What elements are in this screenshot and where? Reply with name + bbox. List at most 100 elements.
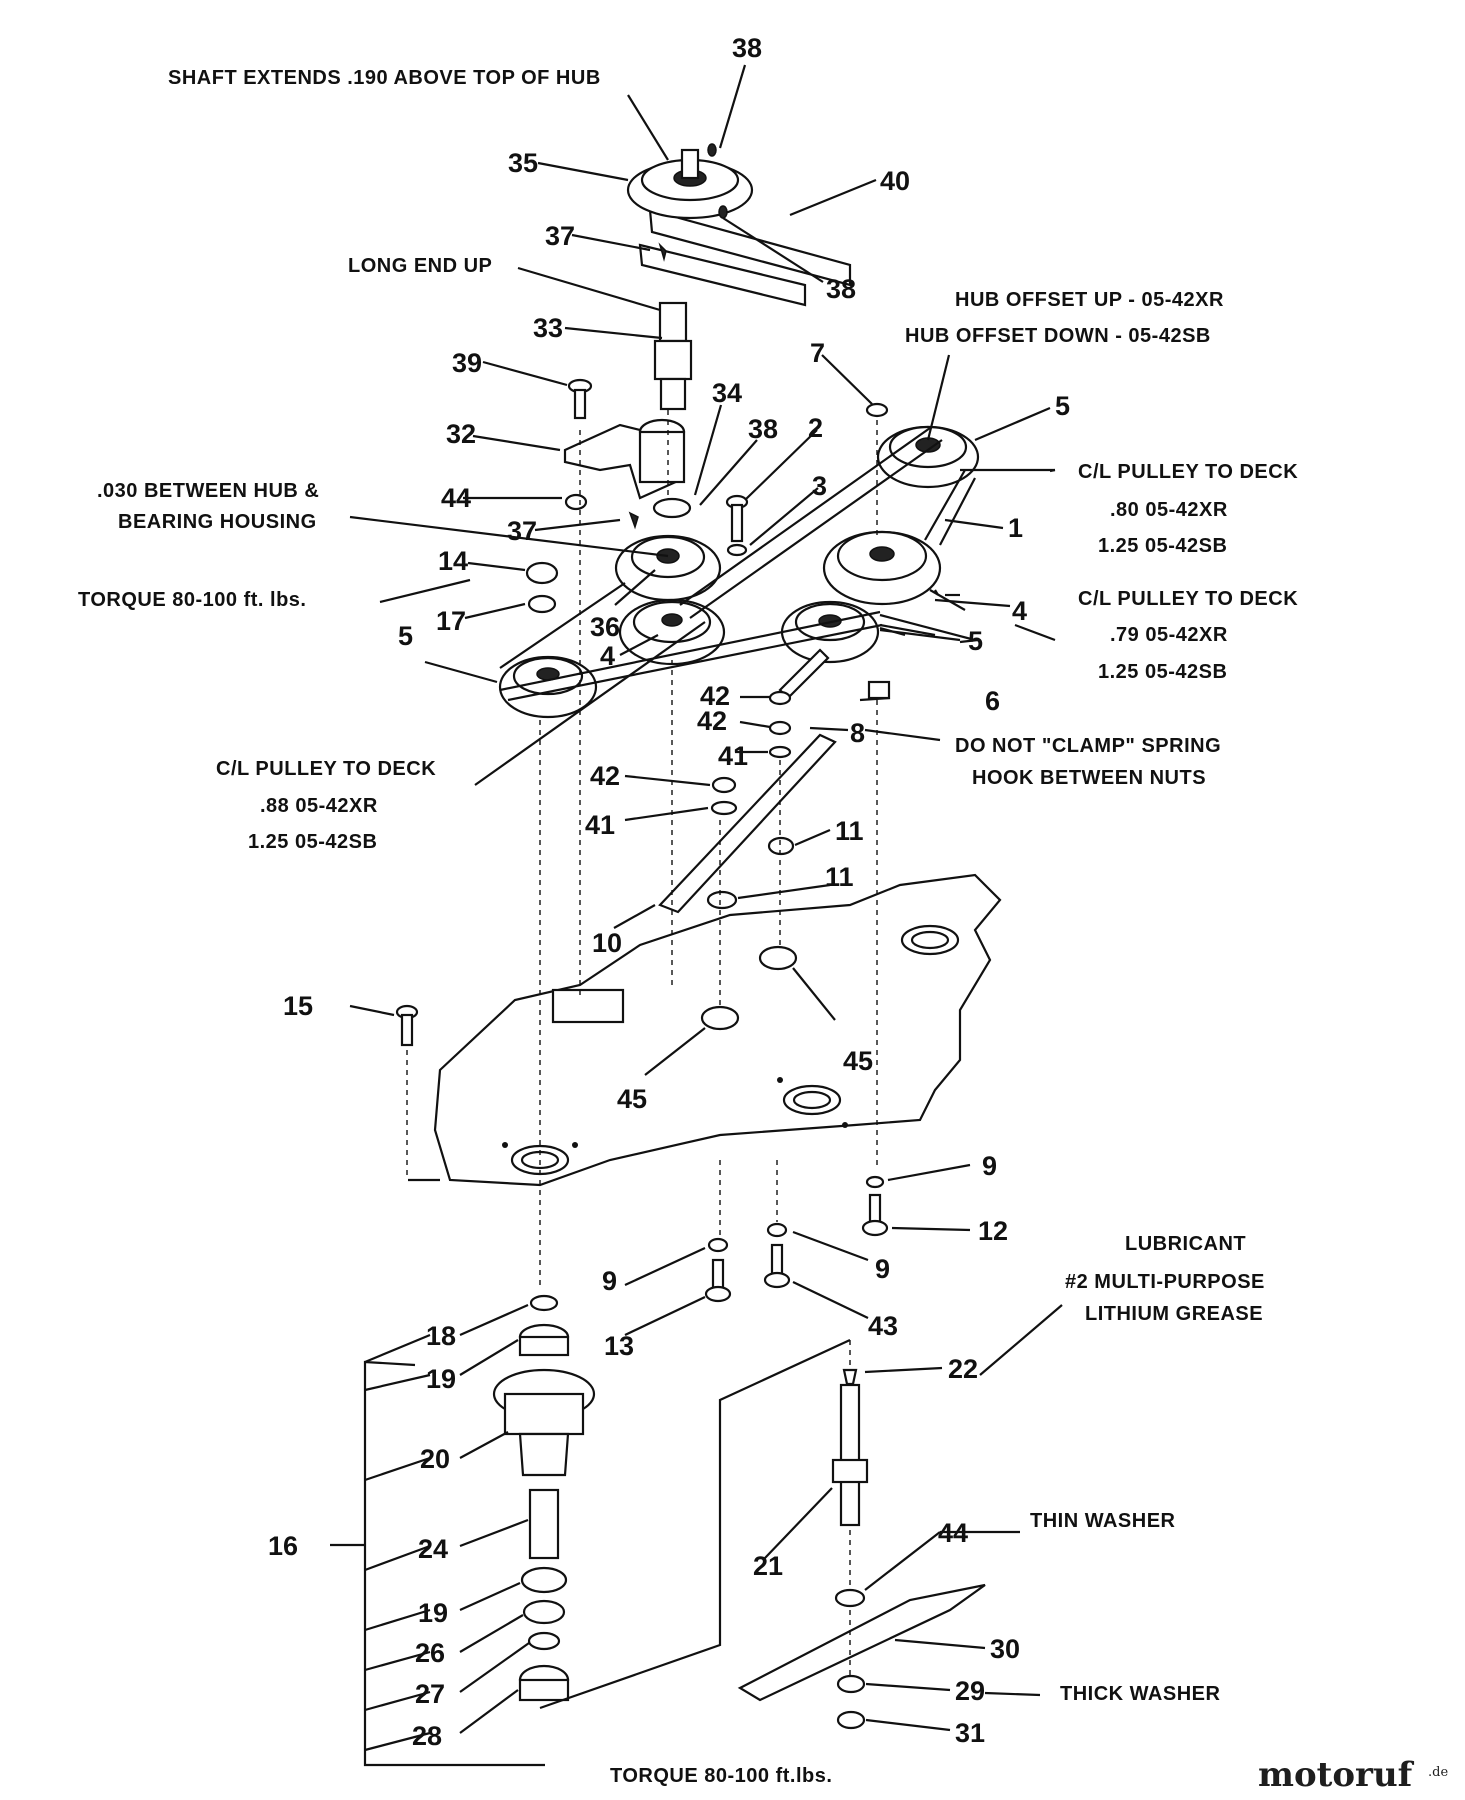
pulley-5-right-top: [876, 425, 980, 489]
callout-40: 40: [880, 166, 910, 196]
bushing-11-b: [706, 890, 738, 910]
pulley-5-center-right: [780, 600, 880, 664]
callout-26: 26: [415, 1638, 445, 1668]
callout-6: 6: [985, 686, 1000, 716]
callout-42: 42: [700, 681, 730, 711]
nut-42-a: [768, 690, 792, 706]
note-cl-pulley-a-sb: 1.25 05-42SB: [1098, 535, 1227, 557]
note-torque-top: TORQUE 80-100 ft. lbs.: [78, 589, 306, 611]
callout-31: 31: [955, 1718, 985, 1748]
spindle-assembly-16: [492, 1294, 596, 1702]
bracket-32: [563, 418, 686, 500]
note-cl-pulley-a-xr: .80 05-42XR: [1110, 499, 1228, 521]
note-cl-pulley-b-title: C/L PULLEY TO DECK: [1078, 588, 1298, 610]
nut-7: [865, 402, 889, 418]
callout-42: 42: [697, 706, 727, 736]
belt-upper: [499, 427, 943, 669]
note-cl-pulley-b-sb: 1.25 05-42SB: [1098, 661, 1227, 683]
callout-24: 24: [418, 1534, 448, 1564]
note-cl-pulley-b-xr: .79 05-42XR: [1110, 624, 1228, 646]
callout-7: 7: [810, 338, 825, 368]
bolt-39: [567, 378, 593, 420]
callout-33: 33: [533, 313, 563, 343]
blade-30: [737, 1583, 986, 1702]
note-hub-offset-down: HUB OFFSET DOWN - 05-42SB: [905, 325, 1211, 347]
bolt-43: [763, 1243, 791, 1289]
nut-42-c: [711, 776, 737, 794]
note-cl-pulley-c-title: C/L PULLEY TO DECK: [216, 758, 436, 780]
idler-arm-10: [658, 733, 837, 914]
watermark: motoruf .de: [1258, 1755, 1448, 1795]
callout-4: 4: [600, 641, 615, 671]
callout-14: 14: [438, 546, 468, 576]
callout-38: 38: [732, 33, 762, 63]
callout-29: 29: [955, 1676, 985, 1706]
bushing-11-a: [767, 836, 795, 856]
washer-44-top: [564, 493, 588, 511]
note-lubricant-line3: LITHIUM GREASE: [1085, 1303, 1263, 1325]
callout-9: 9: [982, 1151, 997, 1181]
callout-10: 10: [592, 928, 622, 958]
retaining-ring-34: [652, 497, 692, 519]
note-gap-line2: BEARING HOUSING: [118, 511, 317, 533]
belt-lower: [499, 610, 883, 702]
note-thin-washer: THIN WASHER: [1030, 1510, 1176, 1532]
callout-1: 1: [1008, 513, 1023, 543]
assembly-16-branches: [330, 1333, 431, 1752]
callout-39: 39: [452, 348, 482, 378]
nut-14: [525, 561, 559, 585]
note-lubricant-line2: #2 MULTI-PURPOSE: [1065, 1271, 1265, 1293]
callout-36: 36: [590, 612, 620, 642]
callout-8: 8: [850, 718, 865, 748]
spacer-45-a: [758, 945, 798, 971]
callout-37: 37: [545, 221, 575, 251]
callout-44: 44: [938, 1518, 968, 1548]
callout-34: 34: [712, 378, 742, 408]
note-hub-offset-up: HUB OFFSET UP - 05-42XR: [955, 289, 1224, 311]
note-shaft-extends: SHAFT EXTENDS .190 ABOVE TOP OF HUB: [168, 67, 601, 89]
callout-4: 4: [1012, 596, 1027, 626]
pulley-4-right: [822, 530, 942, 606]
nut-42-b: [768, 720, 792, 736]
callout-38: 38: [826, 274, 856, 304]
callout-16: 16: [268, 1531, 298, 1561]
shaft-33: [653, 301, 693, 411]
assembly-16-bracket: [363, 1360, 545, 1767]
callout-30: 30: [990, 1634, 1020, 1664]
idler-arm-assembly: [626, 143, 852, 307]
washer-44-thin: [834, 1588, 866, 1608]
watermark-brand: motoruf: [1258, 1755, 1415, 1795]
pulley-5-left: [498, 655, 598, 719]
note-thick-washer: THICK WASHER: [1060, 1683, 1221, 1705]
note-spring-line2: HOOK BETWEEN NUTS: [972, 767, 1206, 789]
note-cl-pulley-c-xr: .88 05-42XR: [260, 795, 378, 817]
callout-11: 11: [825, 862, 854, 892]
lockwasher-9-a: [865, 1175, 885, 1189]
callout-45: 45: [843, 1046, 873, 1076]
callout-3: 3: [812, 471, 827, 501]
callout-2: 2: [808, 413, 823, 443]
callout-41: 41: [718, 741, 748, 771]
callout-9: 9: [875, 1254, 890, 1284]
lockwasher-9-b: [707, 1237, 729, 1253]
note-lubricant-line1: LUBRICANT: [1125, 1233, 1246, 1255]
callout-41: 41: [585, 810, 615, 840]
callout-21: 21: [753, 1551, 783, 1581]
note-spring-line1: DO NOT "CLAMP" SPRING: [955, 735, 1221, 757]
note-long-end-up: LONG END UP: [348, 255, 492, 277]
callout-38: 38: [748, 414, 778, 444]
spindle-to-blade-link: [539, 1339, 851, 1710]
callout-42: 42: [590, 761, 620, 791]
callout-20: 20: [420, 1444, 450, 1474]
note-cl-pulley-a-title: C/L PULLEY TO DECK: [1078, 461, 1298, 483]
leader-lines: [349, 64, 1063, 1734]
bolt-2: [725, 494, 749, 543]
watermark-suffix: .de: [1428, 1765, 1448, 1780]
callout-37: 37: [507, 516, 537, 546]
bolt-13: [704, 1258, 732, 1303]
washer-29-thick: [836, 1674, 866, 1694]
washer-41-b: [710, 800, 738, 816]
callout-43: 43: [868, 1311, 898, 1341]
washer-17: [527, 594, 557, 614]
